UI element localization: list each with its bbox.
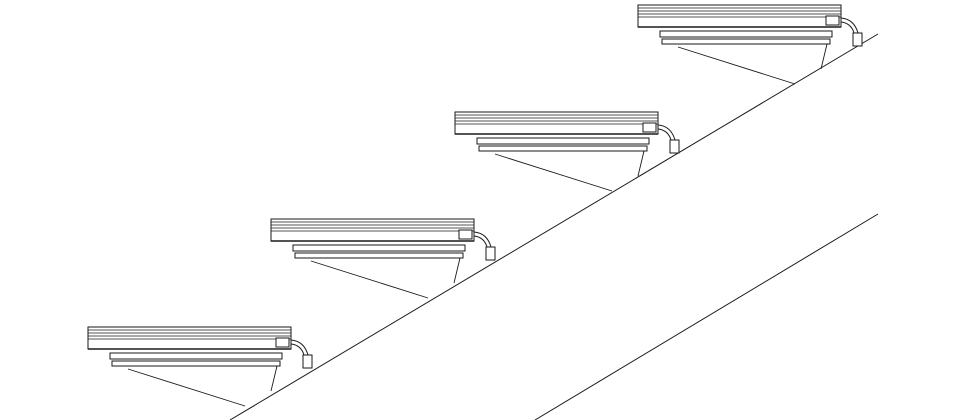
bracket-foot [669, 139, 680, 154]
nosing-cap [458, 229, 473, 240]
support-plate-upper [659, 30, 833, 38]
diagonal-strut [677, 46, 796, 85]
vertical-post [453, 257, 461, 284]
vertical-post [637, 150, 645, 177]
step-assembly [87, 326, 313, 407]
support-plate-lower [661, 38, 831, 45]
support-plate-lower [294, 252, 464, 259]
step-assembly [637, 4, 863, 85]
bracket-curve-inner [657, 128, 672, 141]
step-assembly [454, 111, 680, 192]
support-plate-upper [109, 352, 283, 360]
bracket-curve-inner [290, 343, 305, 356]
support-plate-upper [476, 137, 650, 145]
bracket-foot [302, 354, 313, 369]
bracket-foot [485, 246, 496, 261]
support-plate-lower [111, 360, 281, 367]
support-plate-upper [292, 244, 466, 252]
bracket-curve [840, 17, 859, 34]
steps-group [87, 4, 863, 407]
nosing-cap [825, 15, 840, 26]
bracket-curve-inner [473, 235, 488, 248]
bracket-curve [473, 231, 492, 248]
diagonal-strut [494, 153, 613, 192]
nosing-cap [275, 337, 290, 348]
nosing-cap [642, 122, 657, 133]
stringer-top-edge [229, 33, 879, 420]
bracket-curve [657, 124, 676, 141]
vertical-post [270, 365, 278, 392]
diagonal-strut [127, 368, 246, 407]
stringer [229, 33, 879, 420]
support-plate-lower [478, 145, 648, 152]
diagonal-strut [310, 260, 429, 299]
bracket-curve-inner [840, 21, 855, 34]
bracket-foot [852, 32, 863, 47]
bracket-curve [290, 339, 309, 356]
vertical-post [820, 43, 828, 70]
step-assembly [270, 218, 496, 299]
stringer-bottom-edge [534, 213, 879, 420]
